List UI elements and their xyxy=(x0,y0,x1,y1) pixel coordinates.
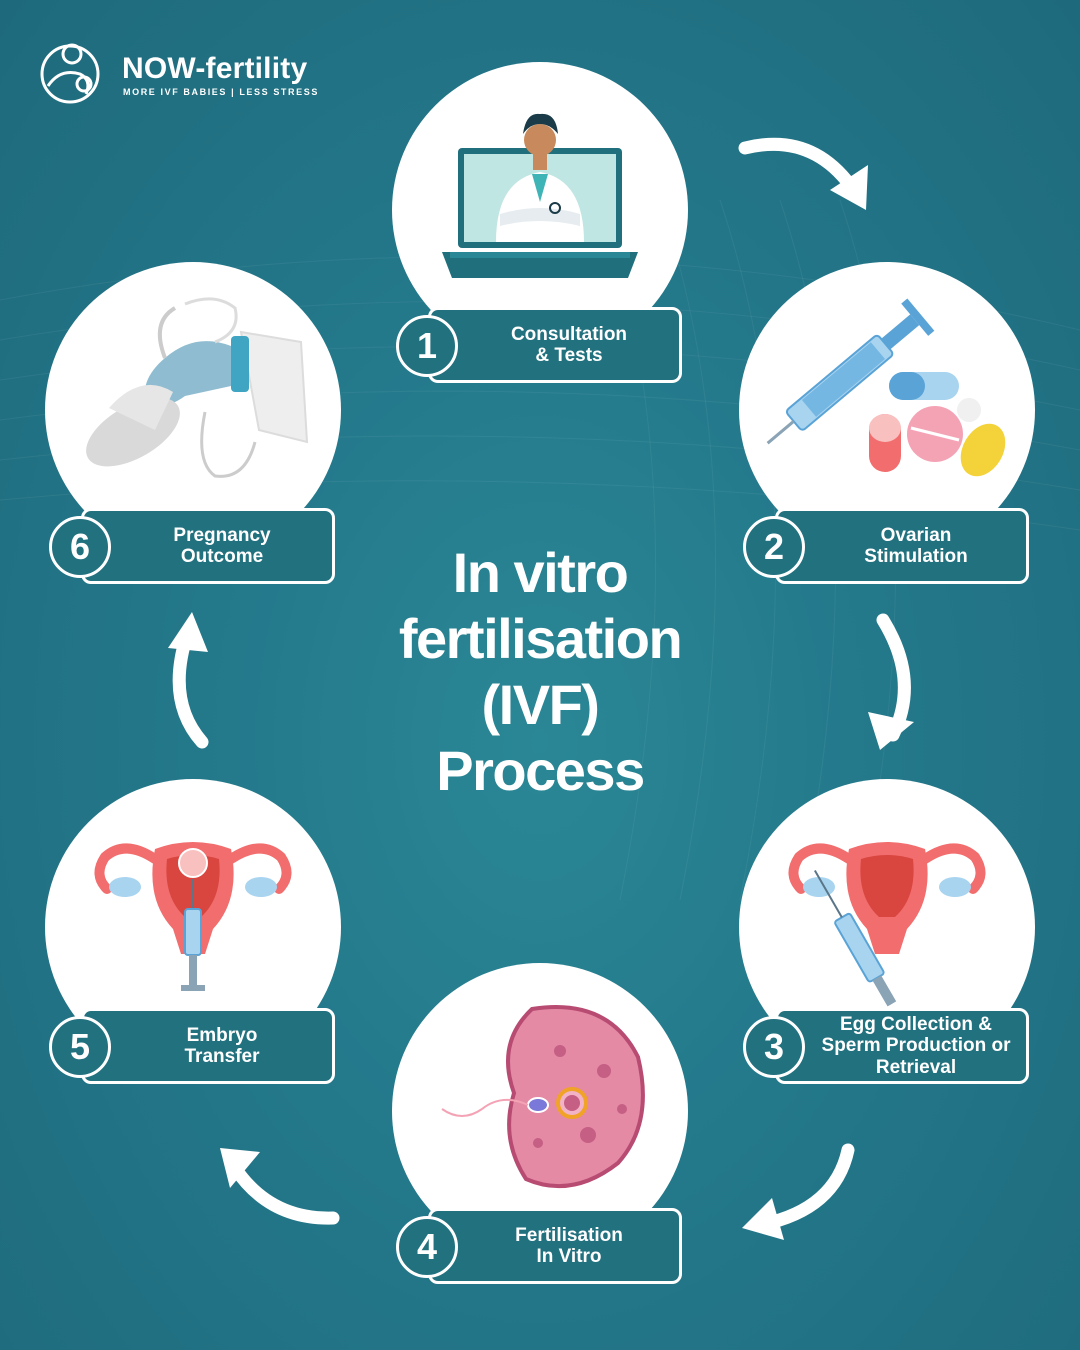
step-6-card: Pregnancy Outcome xyxy=(81,508,335,584)
sperm-and-egg-cell-icon xyxy=(441,1005,645,1189)
step-2-card: Ovarian Stimulation xyxy=(775,508,1029,584)
diagram-title: In vitro fertilisation (IVF) Process xyxy=(340,540,740,804)
doctor-on-laptop-icon xyxy=(442,113,638,278)
step-5-label: Embryo Transfer xyxy=(184,1024,260,1067)
step-1-card: Consultation & Tests xyxy=(428,307,682,383)
arrow-2-to-3-icon xyxy=(876,613,911,742)
step-4-number: 4 xyxy=(396,1216,458,1278)
mother-baby-logo-icon xyxy=(40,43,100,104)
arrow-5-to-6-icon xyxy=(172,625,209,749)
embryo-transfer-uterus-icon xyxy=(94,842,292,991)
syringe-and-pills-icon xyxy=(766,298,1006,477)
title-line-3: (IVF) xyxy=(481,673,600,736)
step-1-number: 1 xyxy=(396,315,458,377)
title-line-1: In vitro xyxy=(452,541,629,604)
step-5-number: 5 xyxy=(49,1016,111,1078)
step-3-number: 3 xyxy=(743,1016,805,1078)
egg-retrieval-uterus-icon xyxy=(788,842,986,1007)
arrow-1-to-2-icon xyxy=(738,137,857,192)
arrow-3-to-4-icon xyxy=(753,1143,855,1232)
title-line-2: fertilisation xyxy=(398,607,683,670)
step-6-number: 6 xyxy=(49,516,111,578)
brand-tagline: MORE IVF BABIES | LESS STRESS xyxy=(123,87,319,97)
arrow-4-to-5-icon xyxy=(228,1161,340,1225)
brand-logo: NOW-fertility MORE IVF BABIES | LESS STR… xyxy=(38,38,358,112)
step-2-number: 2 xyxy=(743,516,805,578)
step-1-label: Consultation & Tests xyxy=(510,323,628,366)
step-6-label: Pregnancy Outcome xyxy=(173,524,271,567)
step-3-label: Egg Collection & Sperm Production or Ret… xyxy=(821,1014,1011,1078)
step-3-card: Egg Collection & Sperm Production or Ret… xyxy=(775,1008,1029,1084)
step-2-label: Ovarian Stimulation xyxy=(864,524,968,567)
step-4-label: Fertilisation In Vitro xyxy=(515,1224,623,1267)
ultrasound-probe-icon xyxy=(86,297,309,478)
step-4-card: Fertilisation In Vitro xyxy=(428,1208,682,1284)
step-5-card: Embryo Transfer xyxy=(81,1008,335,1084)
brand-name: NOW-fertility xyxy=(122,52,308,85)
title-line-4: Process xyxy=(436,739,645,802)
